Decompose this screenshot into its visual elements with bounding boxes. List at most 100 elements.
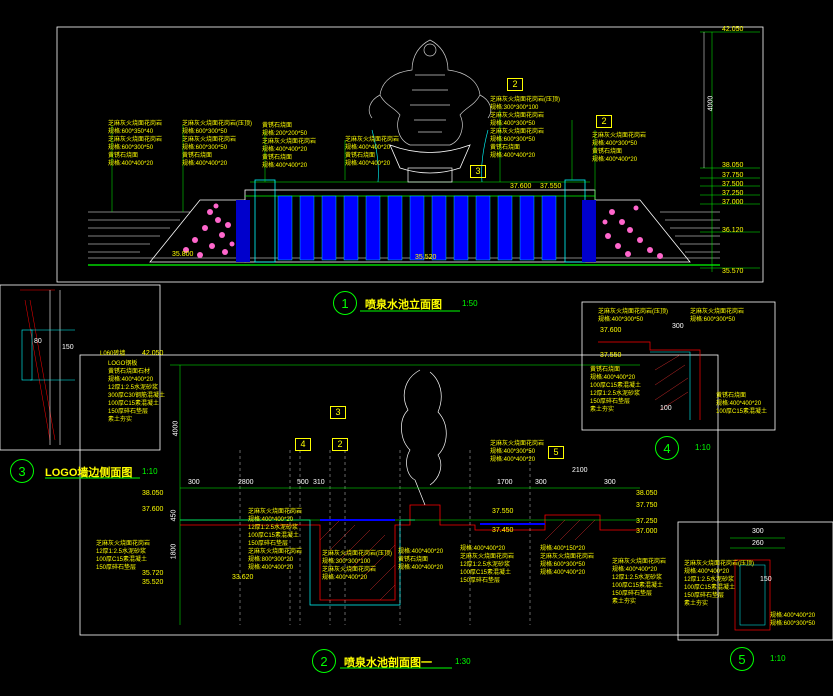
- elev-label: 36.120: [722, 227, 744, 234]
- note-l060: L060砖墙: [100, 351, 126, 357]
- detail3-hatch: [20, 289, 56, 441]
- title-3-number: 3: [10, 459, 34, 483]
- dim-label: 260: [752, 540, 764, 547]
- left-planter: [149, 199, 246, 263]
- elev-label: 38.050: [636, 490, 658, 497]
- detail-tag: 2: [507, 78, 523, 91]
- right-planter: [594, 199, 691, 263]
- title-1-scale: 1:50: [462, 299, 478, 308]
- elev-label: 37.600: [600, 327, 622, 334]
- detail4-frame: [581, 301, 776, 431]
- title-4-scale: 1:10: [695, 443, 711, 452]
- elev-label: 37.550: [492, 508, 514, 515]
- sculpture: [368, 39, 492, 146]
- dim-label: 300: [604, 479, 616, 486]
- elev-label: 37.750: [636, 502, 658, 509]
- elevation-frame: [56, 26, 764, 283]
- elev-label: 37.550: [600, 352, 622, 359]
- title-1-number: 1: [333, 291, 357, 315]
- dim-label: 2800: [238, 479, 254, 486]
- detail-tag: 2: [332, 438, 348, 451]
- elev-label: 37.500: [722, 181, 744, 188]
- elev-label: 37.600: [142, 506, 164, 513]
- dim-label: 150: [62, 344, 74, 351]
- elev-label: 37.250: [722, 190, 744, 197]
- elev-label: 37.550: [540, 183, 562, 190]
- title-2-scale: 1:30: [455, 657, 471, 666]
- dim-label: 1700: [497, 479, 513, 486]
- dim-label: 150: [760, 576, 772, 583]
- title-5-number: 5: [730, 647, 754, 671]
- dim-label: 500: [297, 479, 309, 486]
- title-3: LOGO墙边侧面图: [45, 467, 133, 479]
- dim-label: 100: [660, 405, 672, 412]
- dim-label: 310: [313, 479, 325, 486]
- dim-label: 300: [672, 323, 684, 330]
- left-waterfall: [236, 200, 250, 262]
- note-block: 芝麻灰火烧面花岗岩规格:600*300*50: [690, 309, 745, 323]
- water-jets: [371, 129, 489, 183]
- detail-tag: 4: [295, 438, 311, 451]
- elev-label: 42.050: [142, 350, 164, 357]
- dim-label: 1800: [170, 543, 178, 560]
- section-profile: [180, 504, 640, 601]
- title-5-scale: 1:10: [770, 654, 786, 663]
- title-2: 喷泉水池剖面图一: [344, 657, 432, 669]
- fountain-bowl: [389, 144, 471, 174]
- note-block: 芝麻灰火烧面花岗岩(压顶)规格:400*300*50: [598, 309, 668, 323]
- dim-label: 80: [34, 338, 42, 345]
- detail-tag: 3: [470, 165, 486, 178]
- elev-label: 37.600: [510, 183, 532, 190]
- elev-label: 37.750: [722, 172, 744, 179]
- dim-label: 4000: [172, 420, 180, 437]
- detail3-frame: [0, 284, 161, 451]
- title-2-number: 2: [312, 649, 336, 673]
- elev-label: 35.520: [415, 254, 437, 261]
- dim-label: 4000: [707, 95, 715, 112]
- left-stairs: [88, 211, 190, 253]
- elev-label: 38.050: [142, 490, 164, 497]
- detail5-frame: [677, 521, 833, 641]
- title-3-scale: 1:10: [142, 467, 158, 476]
- dim-label: 2100: [572, 467, 588, 474]
- detail-tag: 2: [596, 115, 612, 128]
- title-1: 喷泉水池立面图: [365, 299, 442, 311]
- right-stairs: [660, 211, 720, 253]
- elev-label: 35.520: [142, 579, 164, 586]
- dim-label: 450: [170, 509, 178, 522]
- detail-tag: 3: [330, 406, 346, 419]
- elev-label: 38.050: [722, 162, 744, 169]
- dim-label: 300: [752, 528, 764, 535]
- title-4-number: 4: [655, 436, 679, 460]
- elev-label: 42.050: [722, 26, 744, 33]
- right-waterfall: [582, 200, 596, 262]
- left-flowers: [183, 203, 235, 258]
- section-sculpture: [401, 369, 447, 506]
- section-frame: [79, 354, 719, 636]
- detail-tag: 5: [548, 446, 564, 459]
- elev-label: 37.450: [492, 527, 514, 534]
- elev-label: 35.720: [142, 570, 164, 577]
- right-flowers: [602, 205, 663, 259]
- elev-label: 37.000: [636, 528, 658, 535]
- elev-label: 37.250: [636, 518, 658, 525]
- elev-label: 33.620: [232, 574, 254, 581]
- dim-label: 300: [535, 479, 547, 486]
